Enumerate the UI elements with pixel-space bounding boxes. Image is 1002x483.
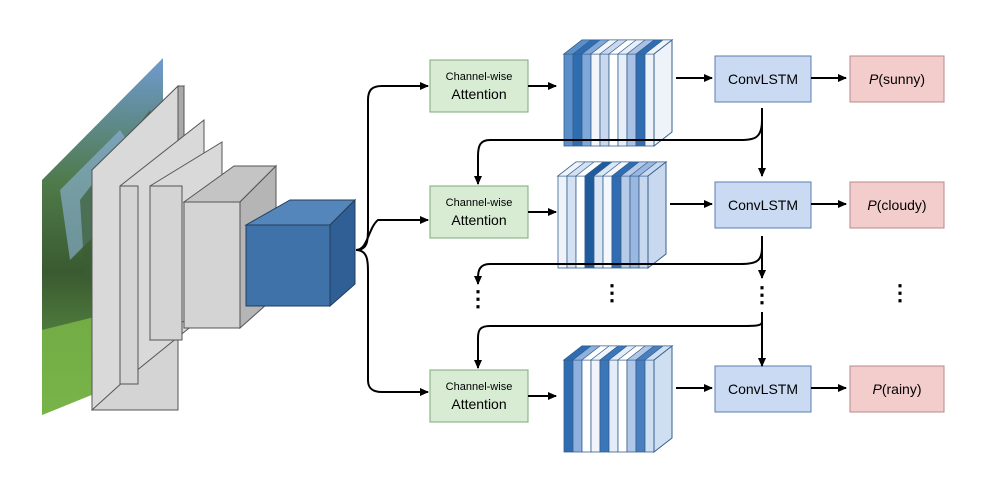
attention-label-line2: Attention — [451, 86, 506, 102]
channel-slice — [584, 175, 595, 269]
channel-slice — [566, 175, 577, 269]
channel-slice — [593, 175, 604, 269]
ellipsis-features: ⋮ — [601, 280, 623, 305]
channel-slice — [626, 359, 637, 453]
feature-stack — [556, 160, 668, 270]
channel-slice — [572, 359, 583, 453]
channel-slice — [572, 53, 583, 147]
output-label: P(rainy) — [872, 381, 921, 397]
attention-label-line1: Channel-wise — [446, 197, 513, 209]
channel-slice — [557, 175, 568, 269]
channel-slice — [608, 53, 619, 147]
channel-slice — [590, 53, 601, 147]
attention-label-line2: Attention — [451, 212, 506, 228]
ellipsis-attention: ⋮ — [467, 286, 489, 311]
branch-arrow-top — [355, 82, 429, 251]
feedback-arrow-1-2 — [474, 119, 763, 185]
output-box: P(rainy) — [849, 365, 945, 413]
output-label: P(sunny) — [869, 71, 925, 87]
channel-slice — [563, 359, 574, 453]
channel-slice — [608, 359, 619, 453]
output-box: P(cloudy) — [849, 181, 945, 229]
channel-slice — [575, 175, 586, 269]
convlstm-label: ConvLSTM — [728, 71, 798, 87]
branch-arrow-middle — [355, 216, 429, 251]
ellipsis-row: ⋮ ⋮ ⋮ ⋮ — [467, 280, 911, 311]
channel-slice — [629, 175, 640, 269]
channel-slice — [611, 175, 622, 269]
channel-slice — [635, 359, 646, 453]
channel-slice — [620, 175, 631, 269]
cnn-backbone — [90, 84, 357, 412]
channel-slice — [581, 53, 592, 147]
feature-stack — [562, 344, 674, 454]
branch-arrow-bottom — [355, 249, 429, 396]
channel-slice — [626, 53, 637, 147]
probability-symbol: P — [869, 71, 879, 87]
output-box: P(sunny) — [849, 55, 945, 103]
ellipsis-output: ⋮ — [889, 280, 911, 305]
channel-slice — [581, 359, 592, 453]
feature-cube — [244, 198, 357, 308]
channel-slice — [617, 53, 628, 147]
channel-slice — [617, 359, 628, 453]
weather-class: (cloudy) — [877, 197, 927, 213]
stack-side-face — [653, 344, 673, 454]
weather-class: (rainy) — [882, 381, 922, 397]
feature-stack — [562, 38, 674, 148]
channel-slice — [644, 359, 655, 453]
weather-class: (sunny) — [878, 71, 925, 87]
channel-slice — [590, 359, 601, 453]
channel-slice — [644, 53, 655, 147]
channel-slice — [638, 175, 649, 269]
feedback-arrow-2-3 — [474, 247, 763, 285]
attention-label-line1: Channel-wise — [446, 71, 513, 83]
output-label: P(cloudy) — [867, 197, 926, 213]
channel-slice — [599, 359, 610, 453]
probability-symbol: P — [872, 381, 882, 397]
ellipsis-lstm: ⋮ — [751, 282, 773, 307]
channel-slice — [599, 53, 610, 147]
probability-symbol: P — [867, 197, 877, 213]
convlstm-box: ConvLSTM — [714, 55, 812, 103]
channel-slice — [563, 53, 574, 147]
channel-slice — [602, 175, 613, 269]
recurrent-connectors — [474, 108, 766, 369]
attention-label-line1: Channel-wise — [446, 381, 513, 393]
feedback-arrow-3-4 — [474, 321, 763, 369]
channel-slice — [635, 53, 646, 147]
convlstm-box: ConvLSTM — [714, 365, 812, 413]
branch-connectors — [355, 82, 429, 396]
stack-side-face — [647, 160, 667, 270]
convlstm-box: ConvLSTM — [714, 181, 812, 229]
attention-label-line2: Attention — [451, 396, 506, 412]
convlstm-label: ConvLSTM — [728, 197, 798, 213]
stack-side-face — [653, 38, 673, 148]
convlstm-label: ConvLSTM — [728, 381, 798, 397]
